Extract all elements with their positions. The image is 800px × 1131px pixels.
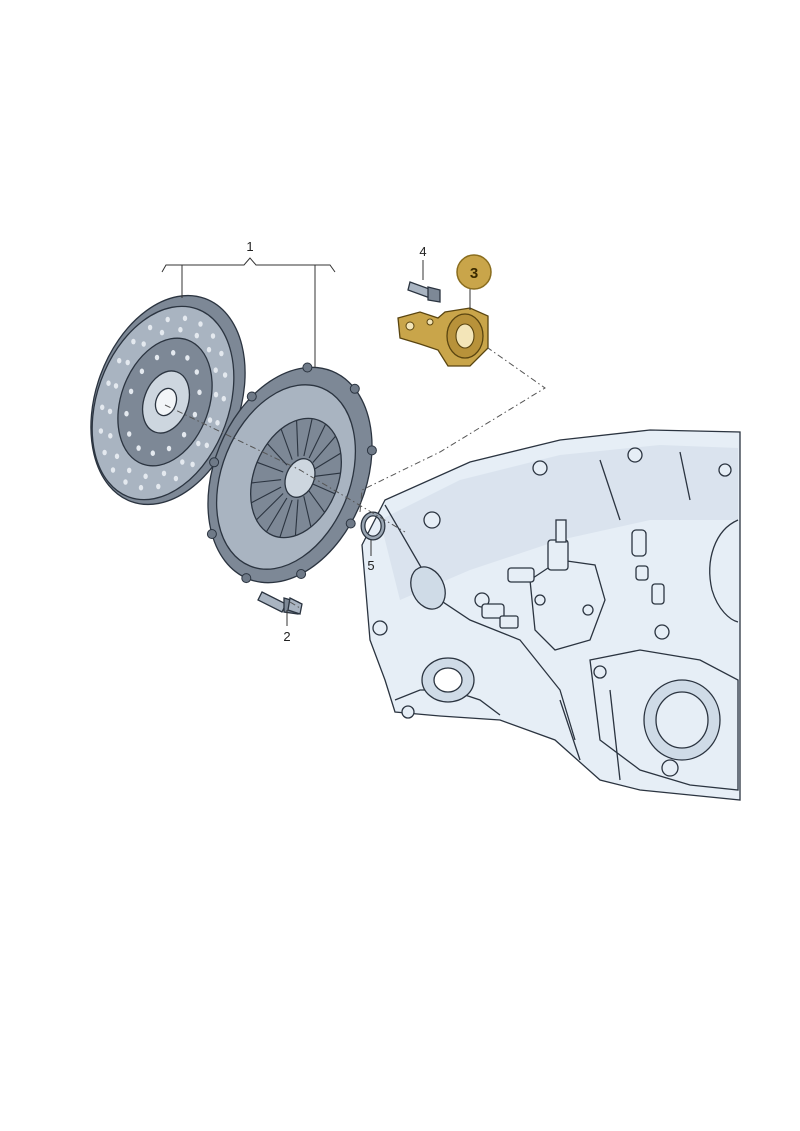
- callout-2: 2: [283, 629, 290, 644]
- disc-rivet-hole: [192, 411, 198, 418]
- diaphragm-finger: [314, 472, 341, 477]
- pressure-plate-mount-tab: [241, 573, 252, 584]
- diaphragm-finger: [296, 420, 299, 457]
- disc-rivet-hole: [173, 475, 179, 482]
- diaphragm-finger: [303, 496, 312, 528]
- gearbox-housing: [361, 429, 741, 801]
- disc-rivet-hole: [194, 332, 199, 339]
- diaphragm-finger: [265, 497, 288, 533]
- pressure-plate-mount-tab: [302, 362, 313, 373]
- diaphragm-finger: [250, 486, 282, 504]
- disc-rivet-hole: [136, 445, 141, 451]
- disc-rivet-hole: [198, 321, 203, 327]
- disc-rivet-hole: [141, 341, 146, 347]
- disc-rivet-hole: [219, 350, 224, 357]
- pressure-plate-mount-tab: [366, 445, 377, 456]
- disc-rivet-hole: [213, 391, 219, 398]
- disc-rivet-hole: [110, 467, 116, 473]
- disc-rivet-hole: [215, 420, 220, 426]
- disc-rivet-hole: [178, 326, 183, 333]
- circlip: [360, 511, 386, 541]
- callout-3-badge: [456, 254, 492, 290]
- diaphragm-finger: [280, 428, 293, 460]
- disc-rivet-hole: [124, 410, 129, 417]
- diaphragm-finger: [314, 452, 342, 470]
- disc-rivet-hole: [154, 354, 160, 361]
- diaphragm-finger: [312, 483, 336, 495]
- disc-rivet-hole: [117, 357, 122, 364]
- disc-rivet-hole: [106, 380, 111, 387]
- disc-rivet-hole: [213, 367, 218, 374]
- disc-rivet-hole: [114, 453, 120, 460]
- diaphragm-finger: [308, 423, 327, 459]
- diaphragm-finger: [266, 443, 288, 466]
- disc-rivet-hole: [102, 449, 107, 456]
- disc-rivet-hole: [108, 433, 113, 439]
- disc-rivet-hole: [138, 484, 144, 491]
- disc-rivet-hole: [128, 388, 134, 395]
- disc-rivet-hole: [182, 315, 188, 322]
- disc-rivet-hole: [206, 346, 212, 353]
- disc-rivet-hole: [100, 404, 105, 411]
- diaphragm-finger: [312, 435, 337, 463]
- disc-rivet-hole: [127, 431, 132, 437]
- callout-4: 4: [419, 244, 426, 259]
- pressure-plate: [206, 362, 377, 584]
- leader-lines: [161, 257, 546, 626]
- disc-rivet-hole: [139, 368, 145, 375]
- callout-3: 3: [470, 265, 478, 282]
- pressure-plate-mount-tab: [296, 569, 307, 579]
- disc-rivet-hole: [127, 467, 132, 474]
- disc-rivet-hole: [107, 408, 113, 415]
- disc-rivet-hole: [181, 431, 187, 438]
- disc-rivet-hole: [147, 324, 153, 331]
- disc-rivet-hole: [210, 333, 216, 339]
- disc-rivet-hole: [171, 350, 176, 356]
- disc-rivet-hole: [190, 461, 195, 468]
- disc-rivet-hole: [131, 338, 136, 345]
- callout-1: 1: [246, 239, 253, 254]
- disc-rivet-hole: [221, 395, 226, 402]
- pressure-plate-mount-tab: [246, 391, 257, 402]
- disc-rivet-hole: [125, 359, 130, 366]
- diaphragm-finger: [308, 490, 326, 513]
- diaphragm-finger: [256, 493, 284, 521]
- disc-rivet-hole: [156, 483, 161, 490]
- callout-5: 5: [367, 558, 374, 573]
- disc-rivet-hole: [222, 372, 228, 378]
- clutch-disc: [90, 294, 246, 506]
- diaphragm-finger: [279, 499, 293, 538]
- disc-rivet-hole: [204, 442, 209, 449]
- concentric-slave-cylinder: [397, 307, 489, 367]
- pressure-plate-mount-tab: [209, 457, 220, 468]
- disc-rivet-hole: [123, 479, 128, 485]
- disc-rivet-hole: [194, 369, 199, 375]
- clutch-bolt: [257, 591, 303, 615]
- diaphragm-finger: [256, 461, 284, 473]
- diaphragm-finger: [294, 499, 299, 536]
- pressure-plate-mount-tab: [345, 518, 356, 529]
- disc-rivet-hole: [98, 428, 104, 434]
- disc-rivet-hole: [207, 417, 213, 423]
- disc-rivet-hole: [196, 440, 201, 447]
- disc-rivet-hole: [165, 316, 170, 323]
- pressure-plate-mount-tab: [349, 383, 360, 394]
- disc-rivet-hole: [159, 329, 165, 336]
- slave-cylinder-bolt: [407, 281, 441, 303]
- disc-rivet-hole: [185, 355, 190, 361]
- diaphragm-finger: [303, 418, 313, 457]
- callouts: 1 2 3 4 5: [246, 239, 492, 644]
- pressure-plate-mount-tab: [206, 529, 217, 539]
- disc-rivet-hole: [150, 450, 155, 457]
- disc-rivet-hole: [180, 459, 185, 465]
- disc-rivet-hole: [113, 383, 119, 389]
- diaphragm-finger: [251, 479, 282, 484]
- disc-rivet-hole: [143, 473, 148, 480]
- disc-rivet-hole: [161, 470, 167, 477]
- disc-rivet-hole: [166, 445, 172, 452]
- disc-rivet-hole: [197, 389, 202, 396]
